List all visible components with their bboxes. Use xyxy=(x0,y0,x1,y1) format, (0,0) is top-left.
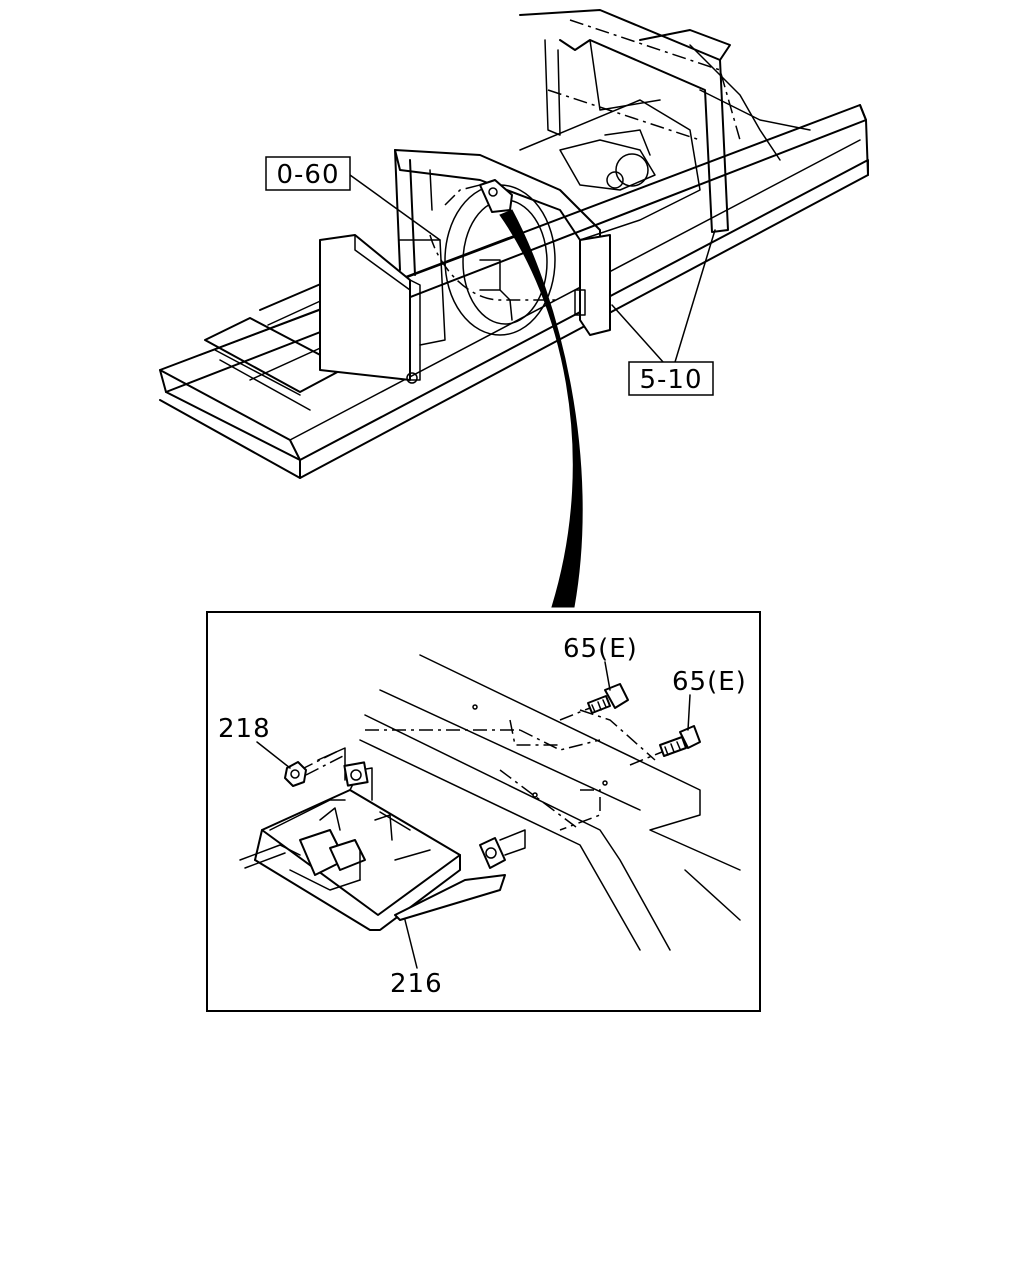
callout-5-10: 5-10 xyxy=(628,361,714,396)
callout-0-60-text: 0-60 xyxy=(276,160,339,190)
label-65e-right: 65(E) xyxy=(672,667,747,697)
label-65e-upper: 65(E) xyxy=(563,634,638,664)
bolt-icon xyxy=(659,725,701,757)
detail-view: 65(E) 65(E) 218 216 xyxy=(206,611,761,1012)
callout-0-60: 0-60 xyxy=(265,156,351,191)
callout-5-10-text: 5-10 xyxy=(639,365,702,395)
label-218: 218 xyxy=(218,714,271,744)
detail-frame xyxy=(206,611,761,1012)
label-216: 216 xyxy=(390,969,443,999)
chassis-frame-overview xyxy=(159,9,869,608)
